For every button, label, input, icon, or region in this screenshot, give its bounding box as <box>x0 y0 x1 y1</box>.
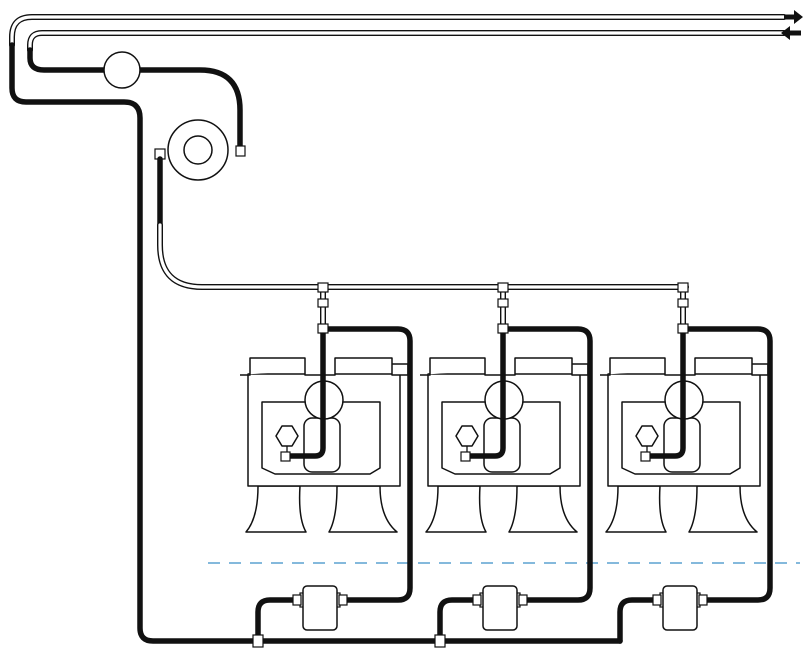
bottom-filters <box>299 585 701 631</box>
velocity-stack <box>328 485 398 533</box>
carb-return-hoses <box>325 326 773 603</box>
carb-feed-hoses <box>287 327 686 459</box>
pump-outlet-fitting <box>235 145 246 157</box>
return-tee-fittings <box>252 634 446 648</box>
inline-filter <box>103 51 141 89</box>
feed-hose-pump <box>27 47 243 155</box>
distribution-rail <box>157 222 689 290</box>
fuel-pump <box>167 119 229 181</box>
filter-fittings <box>292 594 708 606</box>
return-hose-branch-3 <box>617 597 663 644</box>
carb-inlet-fittings <box>280 451 651 462</box>
needle-valve-hex <box>275 425 299 447</box>
supply-return-lines <box>9 14 787 53</box>
return-hose-branch-1 <box>255 597 303 644</box>
return-hose-main <box>9 42 623 644</box>
velocity-stack <box>245 485 307 533</box>
rail-fittings <box>317 282 689 334</box>
arrow-right-icon <box>784 10 803 24</box>
arrow-left-icon <box>781 26 801 40</box>
return-hose-branch-2 <box>437 597 483 644</box>
